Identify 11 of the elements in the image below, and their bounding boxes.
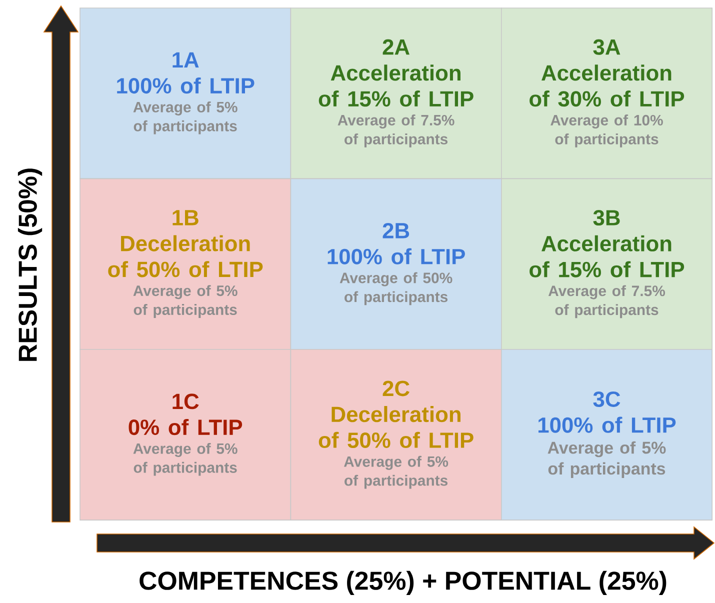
matrix-cell: 1A 100% of LTIP Average of 5% of participants (80, 8, 292, 180)
matrix-cell: 3A Acceleration of 30% of LTIP Average of 10% of participants (501, 8, 712, 180)
matrix-cell: 1C 0% of LTIP Average of 5% of participants (80, 348, 292, 520)
matrix-cell: 2B 100% of LTIP Average of 50% of participants (290, 178, 502, 350)
matrix-cell: 2A Acceleration of 15% of LTIP Average of 7.5% of participants (290, 8, 502, 180)
matrix-cell: 3C 100% of LTIP Average of 5% of participants (501, 348, 712, 520)
matrix-cell: 2C Deceleration of 50% of LTIP Average of 5% of participants (290, 348, 502, 520)
axis-label: COMPETENCES (25%) + POTENTIAL (25%) (140, 570, 666, 596)
axis-label: RESULTS (50%) (18, 168, 42, 361)
matrix-cell: 1B Deceleration of 50% of LTIP Average of 5% of participants (80, 178, 292, 350)
matrix-cell: 3B Acceleration of 15% of LTIP Average of 7.5% of participants (501, 178, 712, 350)
